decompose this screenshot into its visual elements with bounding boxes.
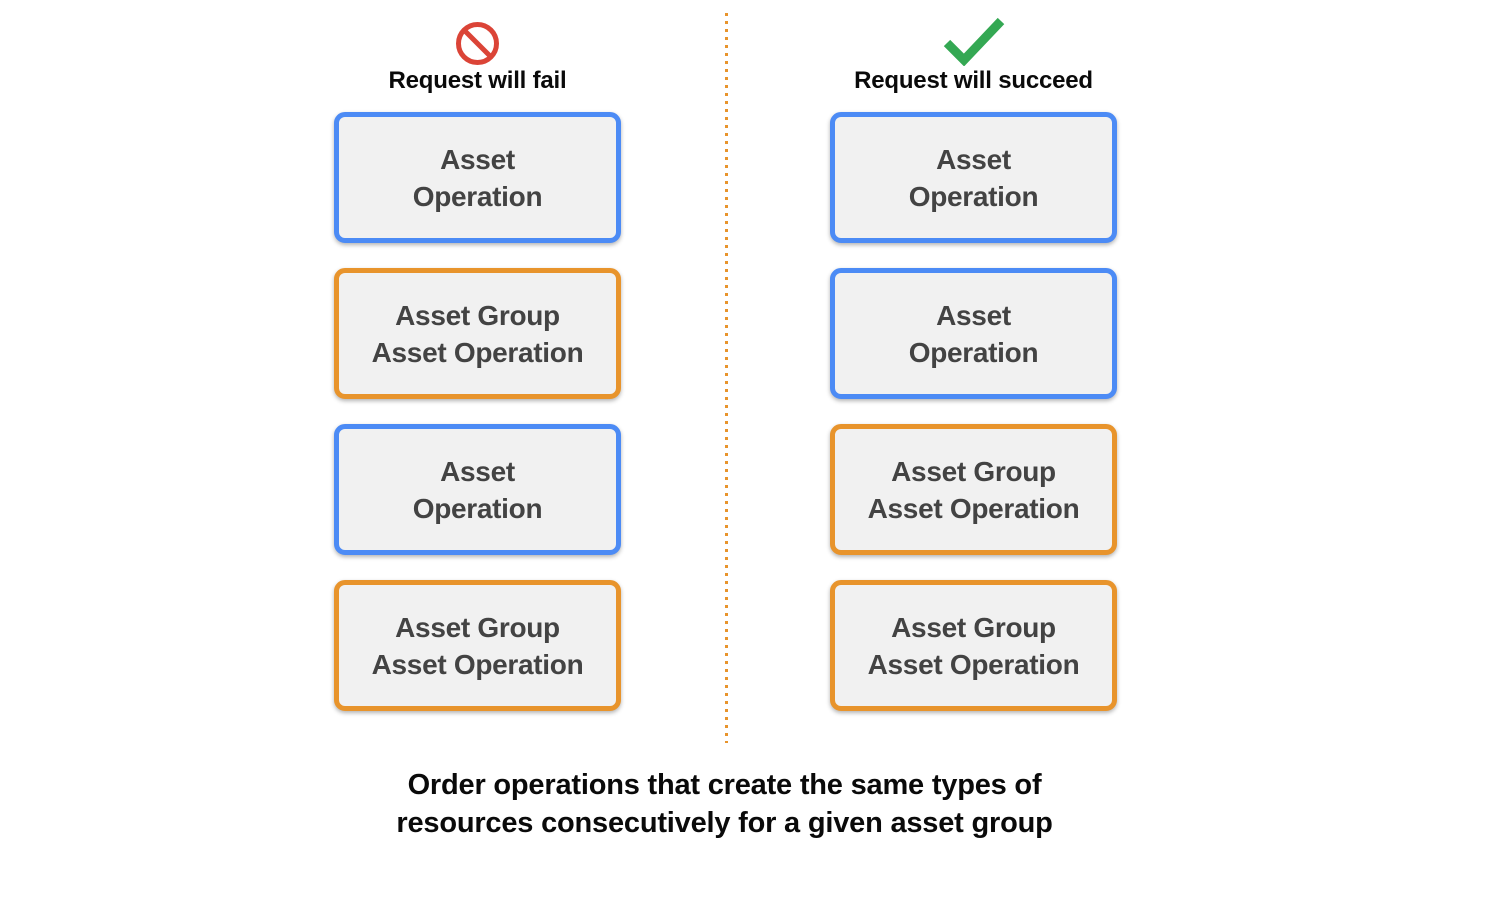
box-label-line: Asset Operation	[371, 336, 584, 368]
box-label-line: Asset Group	[395, 299, 560, 331]
caption-line: resources consecutively for a given asse…	[396, 807, 1053, 839]
box-label-line: Asset	[440, 455, 515, 487]
box-label-line: Asset Operation	[867, 492, 1080, 524]
succeed-box-list: Asset Operation Asset Operation Asset Gr…	[830, 112, 1117, 711]
box-label-line: Asset	[440, 143, 515, 175]
prohibition-icon	[455, 21, 500, 66]
asset-operation-box: Asset Operation	[830, 268, 1117, 399]
asset-group-asset-operation-box: Asset Group Asset Operation	[830, 424, 1117, 555]
succeed-header: Request will succeed	[830, 0, 1117, 112]
asset-group-asset-operation-box: Asset Group Asset Operation	[830, 580, 1117, 711]
asset-group-asset-operation-box: Asset Group Asset Operation	[334, 268, 621, 399]
box-label-line: Asset	[936, 299, 1011, 331]
asset-operation-box: Asset Operation	[334, 424, 621, 555]
divider-dotted-line	[725, 13, 728, 743]
caption-text: Order operations that create the same ty…	[0, 766, 1449, 842]
asset-group-asset-operation-box: Asset Group Asset Operation	[334, 580, 621, 711]
succeed-header-label: Request will succeed	[854, 67, 1093, 94]
box-label-line: Asset Operation	[371, 648, 584, 680]
box-label-line: Asset Group	[395, 611, 560, 643]
box-label-line: Asset Operation	[867, 648, 1080, 680]
fail-header: Request will fail	[334, 0, 621, 112]
fail-header-label: Request will fail	[388, 67, 567, 94]
box-label-line: Asset Group	[891, 455, 1056, 487]
box-label-line: Operation	[908, 180, 1039, 212]
box-label-line: Asset Group	[891, 611, 1056, 643]
column-request-will-succeed: Request will succeed Asset Operation Ass…	[830, 0, 1117, 711]
checkmark-icon	[943, 16, 1005, 67]
column-request-will-fail: Request will fail Asset Operation Asset …	[334, 0, 621, 711]
box-label-line: Operation	[412, 180, 543, 212]
asset-operation-box: Asset Operation	[334, 112, 621, 243]
box-label-line: Operation	[908, 336, 1039, 368]
box-label-line: Asset	[936, 143, 1011, 175]
box-label-line: Operation	[412, 492, 543, 524]
fail-box-list: Asset Operation Asset Group Asset Operat…	[334, 112, 621, 711]
asset-operation-box: Asset Operation	[830, 112, 1117, 243]
caption-line: Order operations that create the same ty…	[407, 769, 1042, 801]
